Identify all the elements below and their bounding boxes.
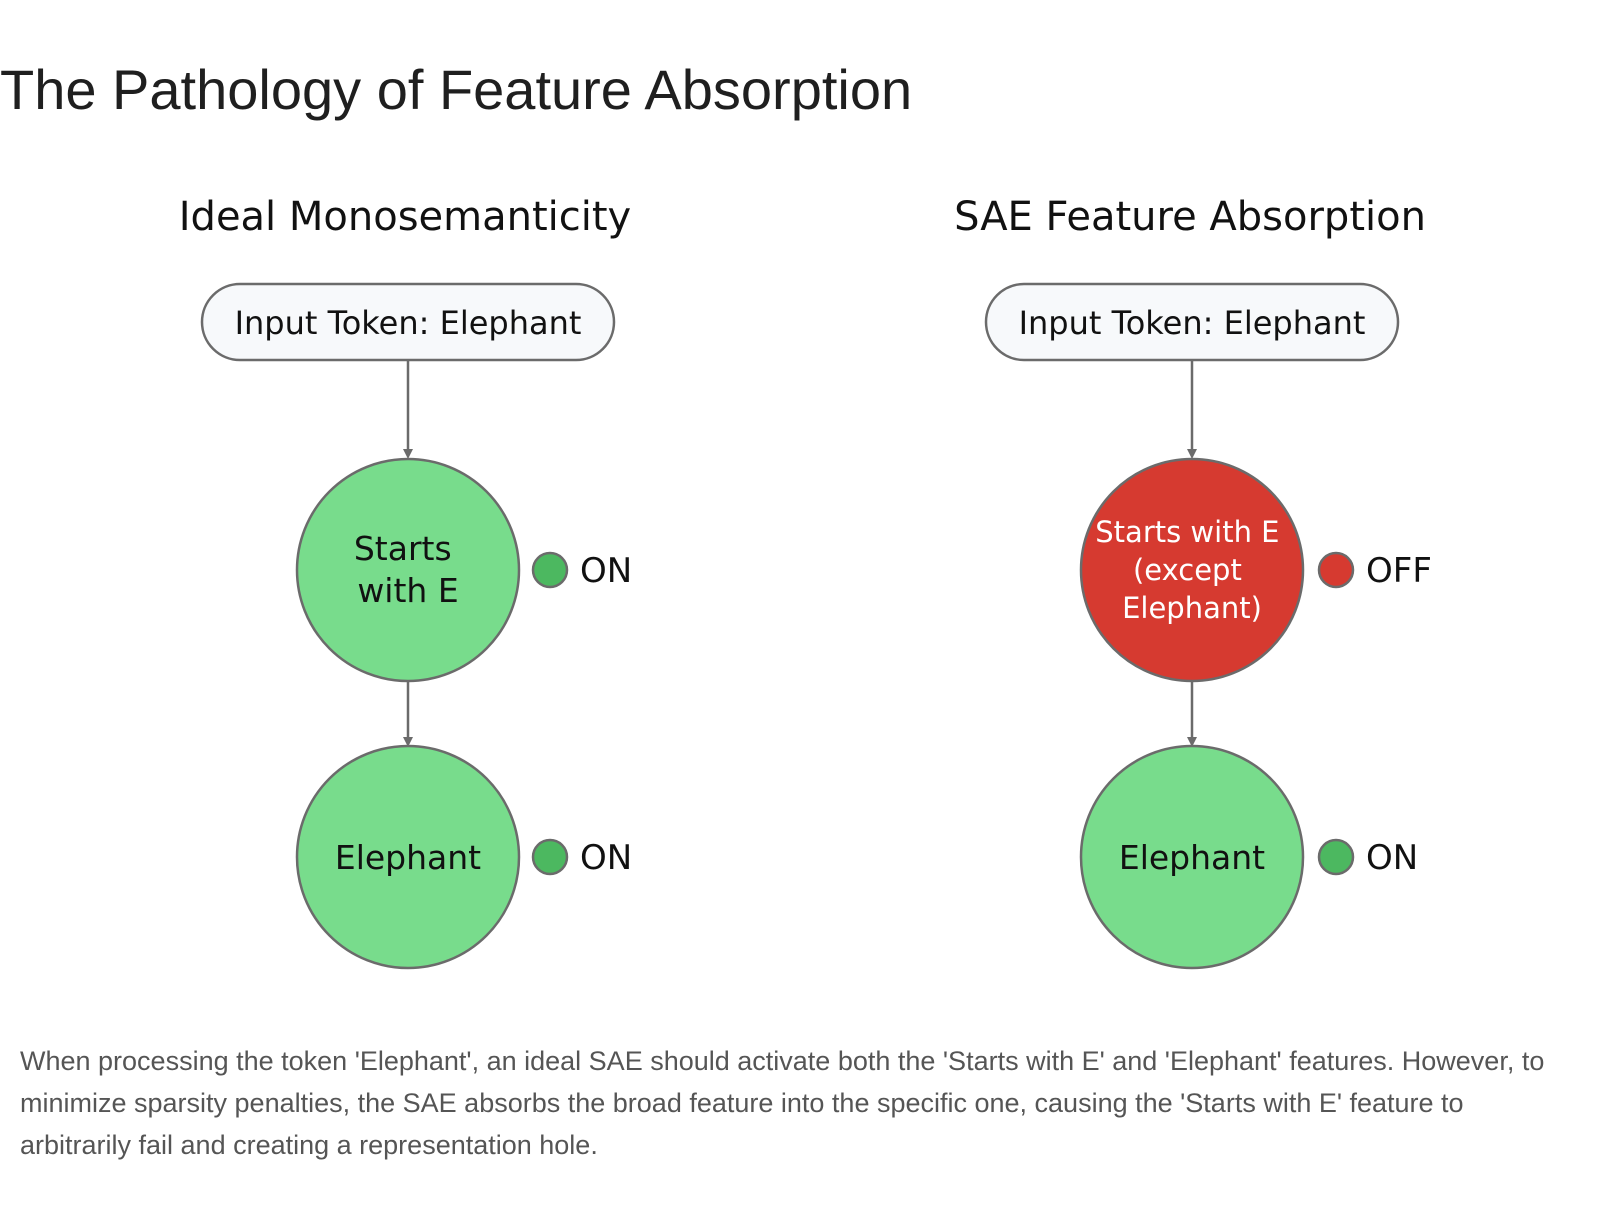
feature-node-elephant-label: Elephant [1119, 838, 1265, 877]
feature-node-elephant [295, 744, 521, 970]
feature-node-elephant-label: Elephant [335, 838, 481, 877]
status-label-off: OFF [1366, 551, 1432, 591]
feature-node-starts-with-e-label: Starts with E [354, 529, 462, 610]
page-title: The Pathology of Feature Absorption [0, 58, 913, 121]
status-dot-off [1317, 551, 1355, 589]
node-label-line: with E [357, 571, 458, 610]
node-label-line: (except [1133, 553, 1242, 587]
status-dot-on [531, 838, 569, 876]
input-token-label: Input Token: Elephant [1019, 304, 1366, 342]
node-label-line: Starts [354, 529, 452, 568]
panel-sae-feature-absorption: SAE Feature Absorption Input Token: Elep… [954, 194, 1432, 970]
node-label-line: Starts with E [1095, 515, 1279, 549]
status-label-on: ON [580, 551, 632, 591]
node-label-line: Elephant) [1122, 591, 1262, 625]
node-label-line: Elephant [1119, 838, 1265, 877]
panel-heading-ideal: Ideal Monosemanticity [179, 194, 631, 240]
figure-caption: When processing the token 'Elephant', an… [20, 1046, 1545, 1160]
input-token-label: Input Token: Elephant [235, 304, 582, 342]
panel-heading-absorption: SAE Feature Absorption [954, 194, 1426, 240]
node-label-line: Elephant [335, 838, 481, 877]
feature-node-elephant [1079, 744, 1305, 970]
status-dot-on [1317, 838, 1355, 876]
status-label-on: ON [580, 838, 632, 878]
status-dot-on [531, 551, 569, 589]
feature-node-starts-with-e-except-elephant-label: Starts with E (except Elephant) [1095, 515, 1288, 625]
feature-node-starts-with-e [295, 457, 521, 683]
panel-ideal-monosemanticity: Ideal Monosemanticity Input Token: Eleph… [179, 194, 632, 970]
status-label-on: ON [1366, 838, 1418, 878]
absorption-diagram: Ideal Monosemanticity Input Token: Eleph… [0, 160, 1600, 1020]
